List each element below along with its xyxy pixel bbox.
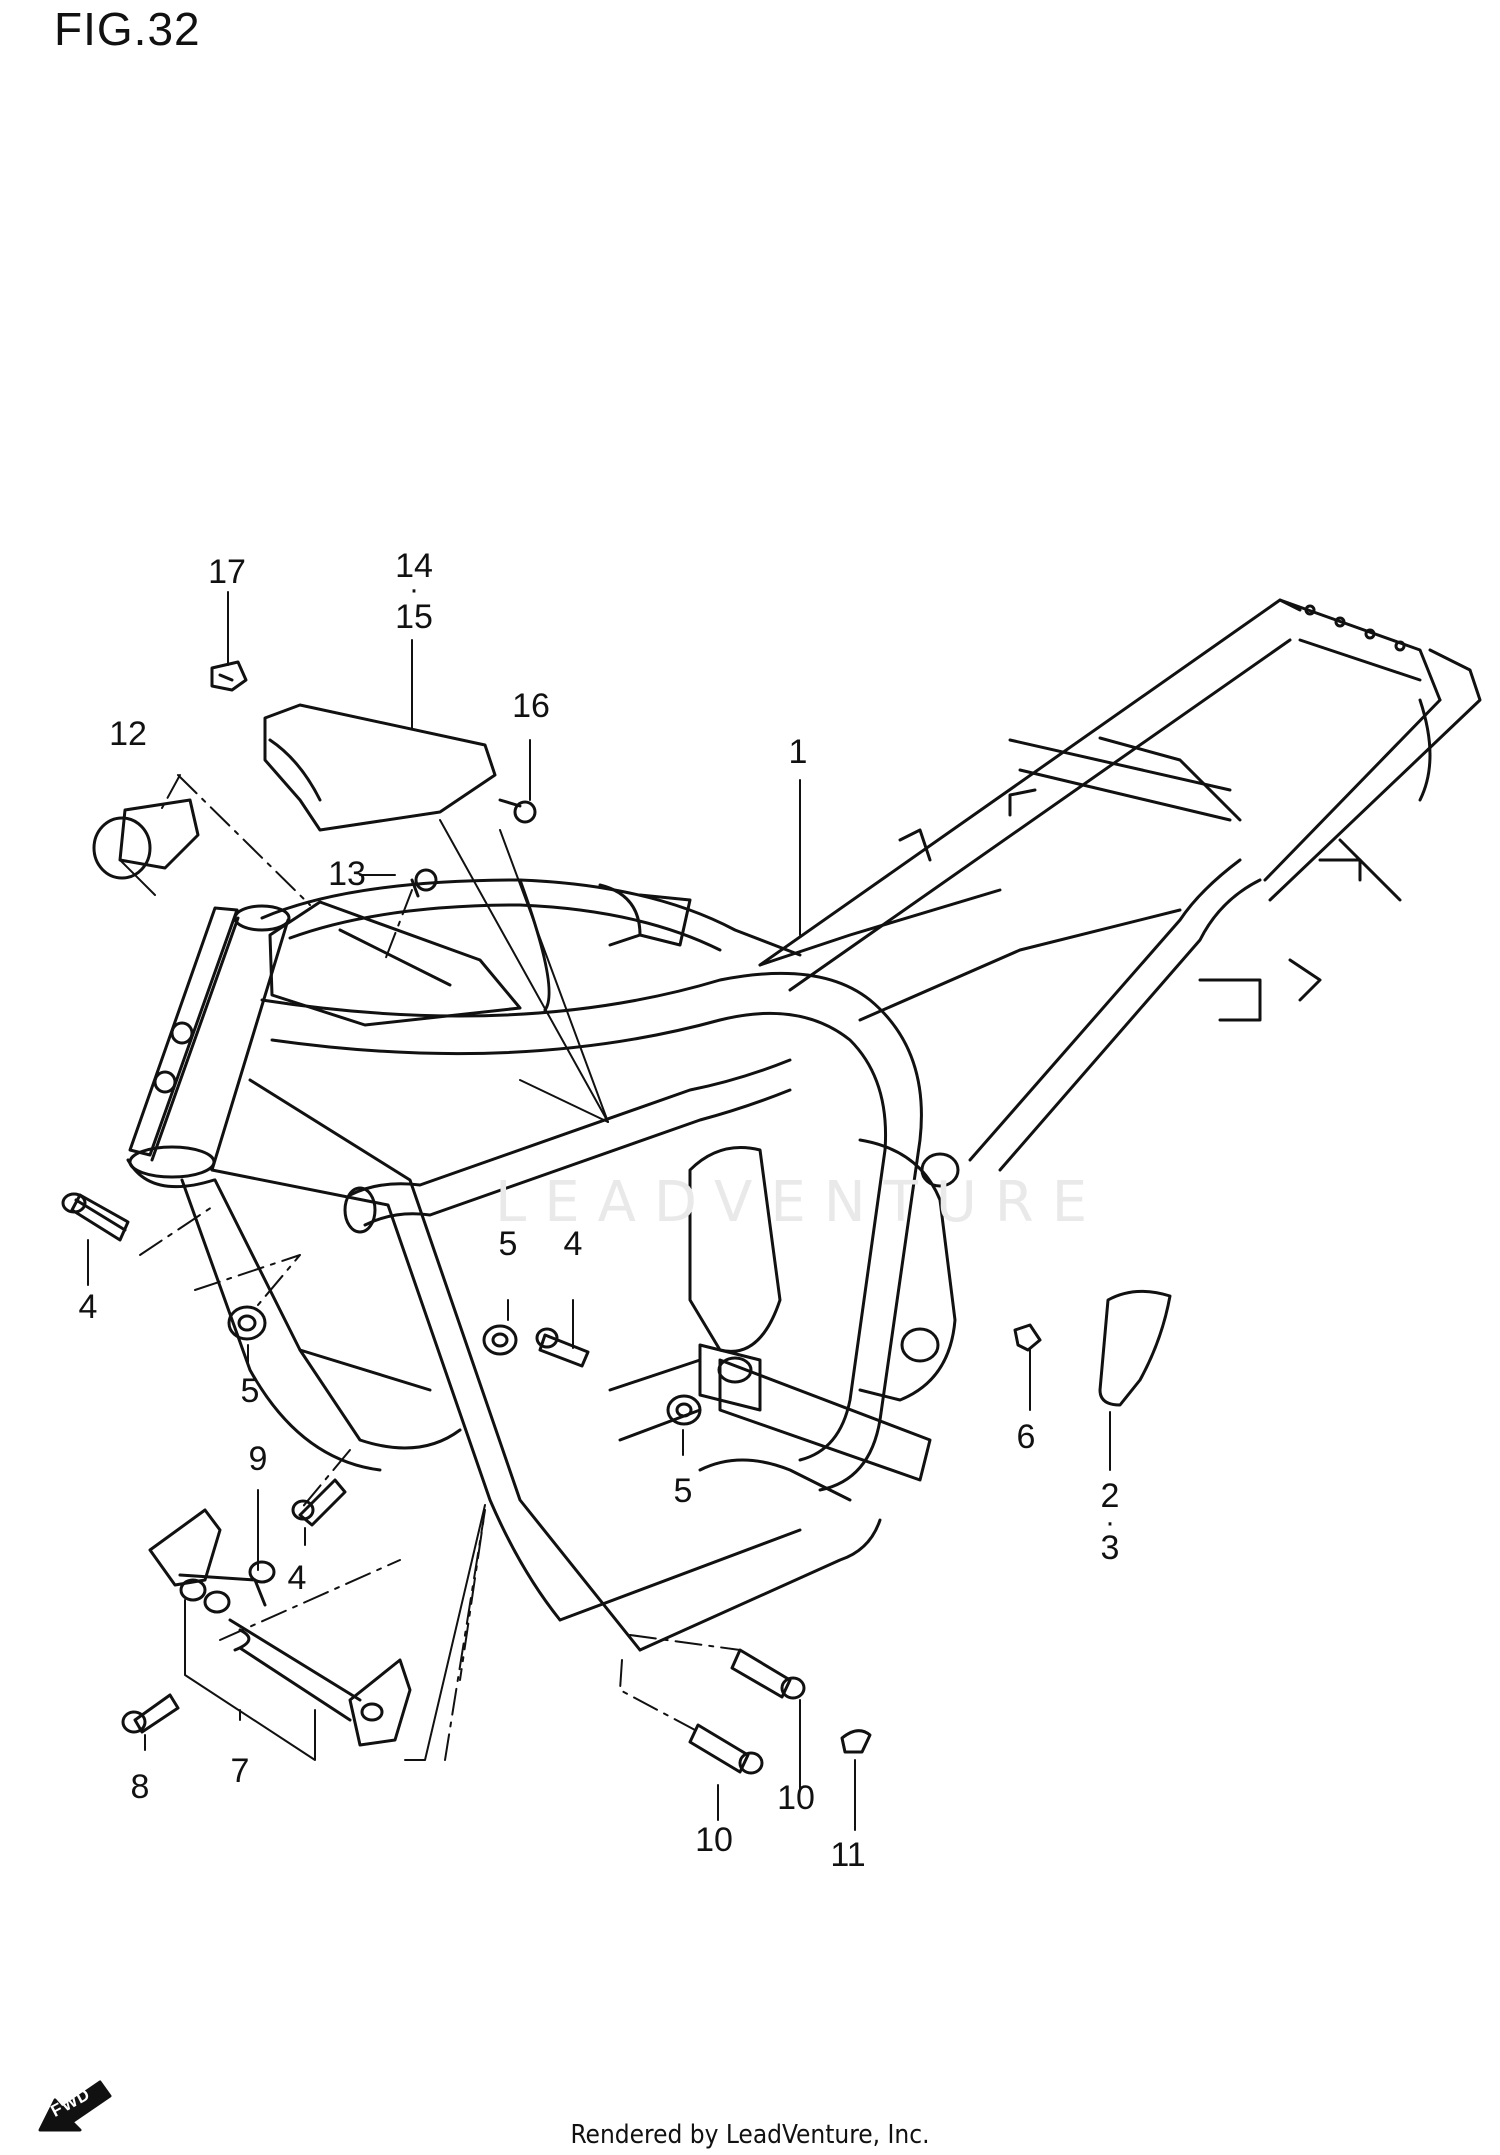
pivot-plates xyxy=(608,1138,960,1502)
bolt-10-upper[interactable] xyxy=(730,1648,806,1700)
callout-10[interactable]: 10 xyxy=(695,1821,733,1859)
callout-12[interactable]: 12 xyxy=(109,715,147,753)
bolt-4-lower[interactable] xyxy=(291,1478,347,1527)
main-spar-right xyxy=(260,971,923,1492)
side-cover-plate[interactable] xyxy=(1098,1289,1172,1407)
callout-8[interactable]: 8 xyxy=(130,1768,150,1806)
callout-11[interactable]: 11 xyxy=(830,1836,866,1874)
cap-11[interactable] xyxy=(840,1729,872,1754)
engine-bracket-assy xyxy=(148,1508,412,1747)
nut-5-right[interactable] xyxy=(666,1394,702,1426)
callout-5[interactable]: 5 xyxy=(673,1472,693,1510)
footer-credit: Rendered by LeadVenture, Inc. xyxy=(570,2120,930,2150)
seat-rail xyxy=(758,598,1482,1172)
down-tubes xyxy=(180,1078,882,1652)
callout-7[interactable]: 7 xyxy=(230,1752,250,1790)
callout-6[interactable]: 6 xyxy=(1016,1418,1036,1456)
callout-2[interactable]: 2 xyxy=(1100,1477,1120,1515)
callout-5[interactable]: 5 xyxy=(498,1225,518,1263)
callout-separator-dot: · xyxy=(409,573,419,606)
figure-title: FIG.32 xyxy=(54,3,201,55)
steering-head xyxy=(126,904,291,1189)
nut-5-left[interactable] xyxy=(227,1305,267,1341)
head-gusset xyxy=(268,900,522,1027)
callout-3[interactable]: 3 xyxy=(1100,1529,1120,1567)
frame-cap[interactable] xyxy=(92,798,200,880)
callout-9[interactable]: 9 xyxy=(248,1440,268,1478)
callout-15[interactable]: 15 xyxy=(395,598,433,636)
nut-9[interactable] xyxy=(248,1560,276,1584)
clip-6[interactable] xyxy=(1013,1323,1042,1352)
callout-1[interactable]: 1 xyxy=(788,733,808,771)
frame-cover[interactable] xyxy=(263,703,497,832)
cap-17[interactable] xyxy=(210,660,248,692)
main-spar-upper xyxy=(260,878,802,1012)
callout-17[interactable]: 17 xyxy=(208,553,246,591)
callout-16[interactable]: 16 xyxy=(512,687,550,725)
screw-16[interactable] xyxy=(498,798,537,824)
callout-10[interactable]: 10 xyxy=(777,1779,815,1817)
callout-13[interactable]: 13 xyxy=(328,855,366,893)
callout-14[interactable]: 14 xyxy=(395,547,433,585)
callout-4[interactable]: 4 xyxy=(287,1559,307,1597)
callout-5[interactable]: 5 xyxy=(240,1372,260,1410)
bolt-4-center[interactable] xyxy=(535,1327,590,1368)
bolt-10-lower[interactable] xyxy=(688,1723,764,1775)
callout-4[interactable]: 4 xyxy=(563,1225,583,1263)
screw-13[interactable] xyxy=(410,868,438,898)
bolt-4-left[interactable] xyxy=(61,1192,130,1242)
watermark-text: LEADVENTURE xyxy=(495,1170,1106,1235)
callout-4[interactable]: 4 xyxy=(78,1288,98,1326)
callout-separator-dot: · xyxy=(1105,1506,1115,1539)
bolt-8[interactable] xyxy=(121,1693,180,1734)
leader-lines xyxy=(87,591,1111,1831)
nut-5-center[interactable] xyxy=(482,1324,518,1356)
fwd-arrow-icon xyxy=(38,2080,112,2132)
